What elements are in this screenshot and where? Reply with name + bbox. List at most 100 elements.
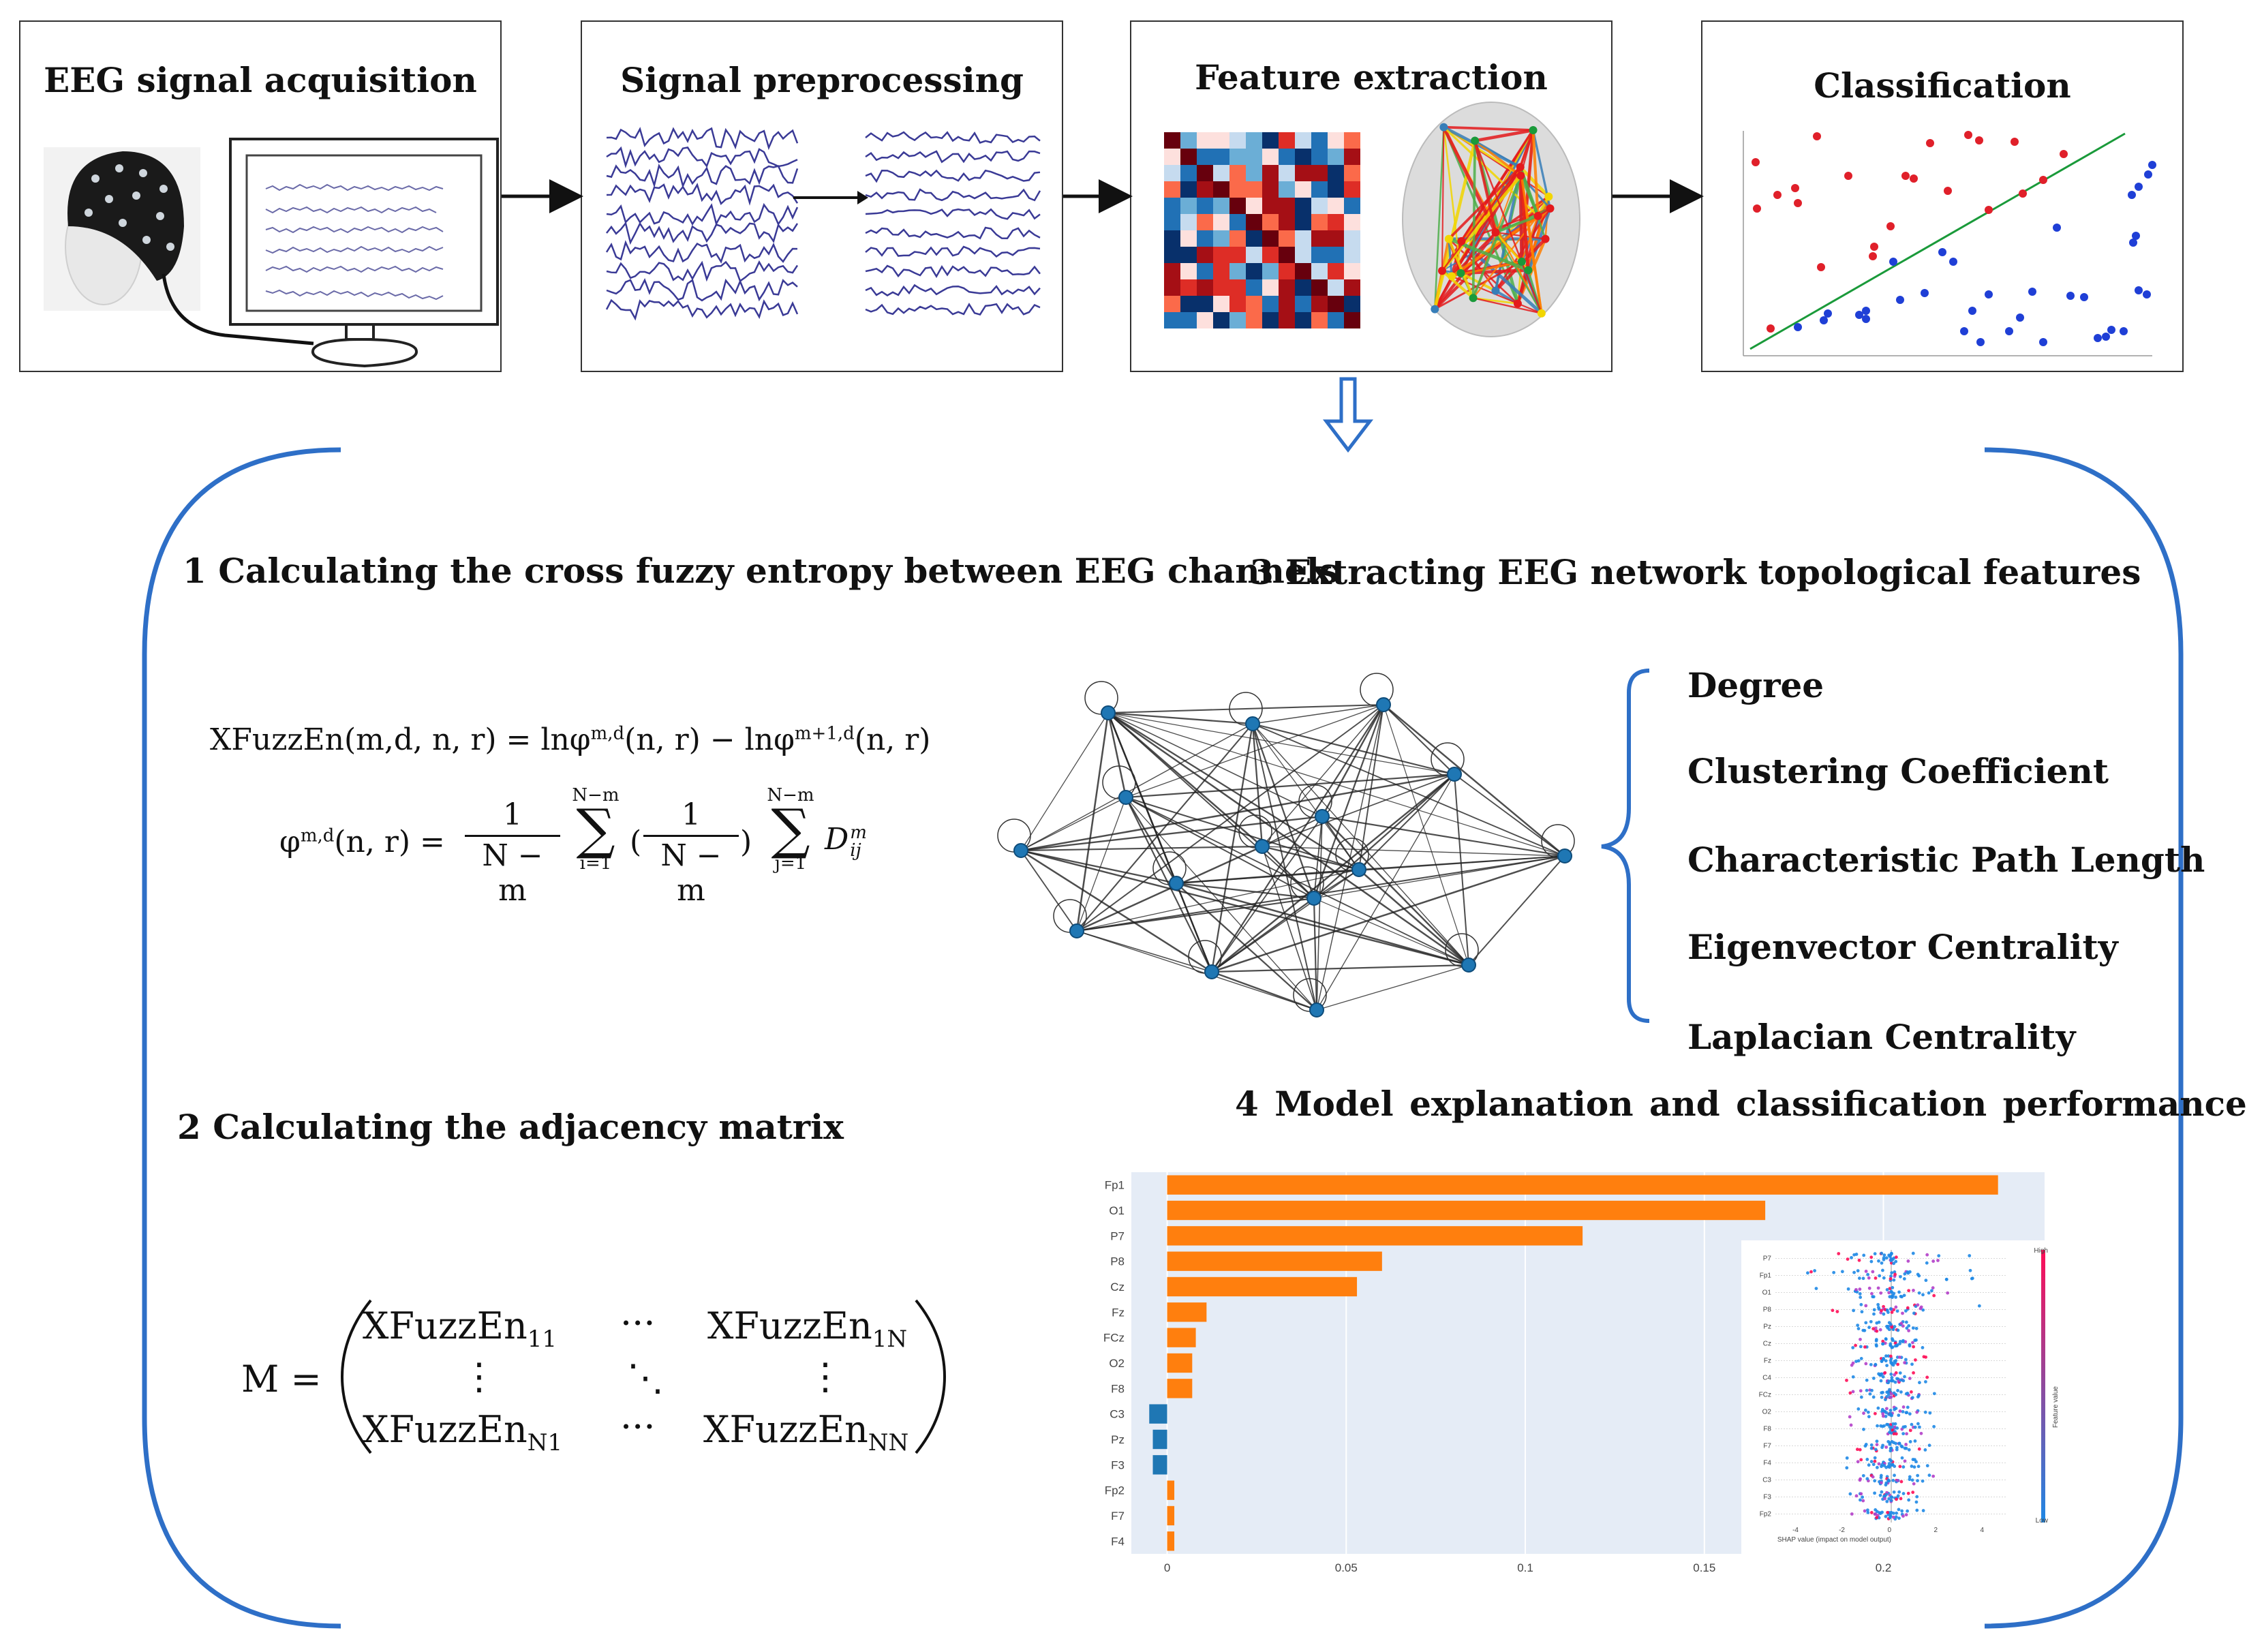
beeswarm-dot [1885, 1288, 1889, 1291]
class-a-point [2011, 138, 2019, 146]
class-a-point [1844, 172, 1852, 180]
beeswarm-dot [1884, 1446, 1889, 1449]
heatmap-cell [1180, 263, 1197, 279]
beeswarm-dot [1888, 1295, 1892, 1299]
beeswarm-dot [1932, 1392, 1936, 1396]
beeswarm-dot [1889, 1373, 1893, 1376]
beeswarm-dot [1874, 1326, 1878, 1330]
beeswarm-dot [1904, 1309, 1908, 1313]
beeswarm-dot [1903, 1375, 1906, 1379]
beeswarm-dot [1891, 1478, 1895, 1482]
beeswarm-dot [1923, 1448, 1927, 1452]
heatmap-cell [1279, 230, 1295, 247]
beeswarm-dot [1968, 1268, 1972, 1272]
beeswarm-dot [1908, 1475, 1912, 1479]
beeswarm-x-label: SHAP value (impact on model output) [1777, 1536, 1891, 1544]
heatmap-cell [1295, 279, 1311, 296]
beeswarm-dot [1896, 1494, 1900, 1498]
beeswarm-dot [1876, 1302, 1880, 1306]
beeswarm-dot [1858, 1448, 1862, 1452]
beeswarm-dot [1859, 1389, 1863, 1393]
beeswarm-dot [1895, 1478, 1899, 1482]
beeswarm-dot [1917, 1394, 1921, 1398]
beeswarm-dot [1917, 1447, 1921, 1451]
beeswarm-dot [1890, 1376, 1894, 1379]
beeswarm-dot [1866, 1272, 1870, 1276]
beeswarm-dot [1862, 1411, 1865, 1416]
x-tick-label: 0.2 [1876, 1561, 1892, 1574]
heatmap-cell [1295, 214, 1311, 230]
beeswarm-dot [1882, 1409, 1886, 1413]
beeswarm-feature-label: C3 [1762, 1477, 1771, 1484]
eeg-trace [865, 245, 1041, 258]
beeswarm-dot [1903, 1361, 1907, 1364]
eeg-trace [865, 264, 1041, 279]
heatmap-cell [1279, 198, 1295, 214]
class-b-point [2129, 239, 2137, 247]
colorbar-label: Feature value [2052, 1386, 2060, 1428]
beeswarm-dot [1873, 1479, 1877, 1483]
beeswarm-dot [1875, 1321, 1879, 1325]
beeswarm-dot [1885, 1324, 1889, 1328]
beeswarm-dot [1879, 1379, 1883, 1383]
beeswarm-dot [1874, 1362, 1878, 1366]
beeswarm-dot [1890, 1311, 1894, 1314]
heatmap-cell [1197, 198, 1213, 214]
beeswarm-dot [1889, 1459, 1893, 1463]
beeswarm-dot [1861, 1328, 1865, 1332]
eeg-trace [865, 131, 1041, 144]
fraction: 1 N − m [643, 797, 739, 908]
bar-O1 [1167, 1200, 1766, 1221]
network-node [1245, 716, 1260, 731]
beeswarm-dot [1894, 1296, 1897, 1299]
beeswarm-dot [1925, 1375, 1929, 1379]
beeswarm-dot [1863, 1345, 1867, 1349]
beeswarm-dot [1880, 1395, 1884, 1399]
beeswarm-dot [1884, 1359, 1888, 1363]
heatmap-cell [1344, 230, 1360, 247]
beeswarm-dot [1932, 1294, 1936, 1298]
eeg-trace [865, 169, 1041, 183]
heatmap-cell [1180, 165, 1197, 181]
heatmap-cell [1213, 230, 1229, 247]
class-b-point [2144, 170, 2152, 179]
class-b-point [2120, 327, 2128, 335]
beeswarm-dot [1859, 1492, 1863, 1496]
feature-extraction-illustration [1164, 102, 1580, 337]
beeswarm-dot [1921, 1308, 1925, 1312]
beeswarm-dot [1906, 1306, 1910, 1310]
beeswarm-dot [1884, 1414, 1888, 1418]
beeswarm-dot [1865, 1477, 1869, 1481]
network-node [1255, 839, 1270, 854]
beeswarm-x-tick: -2 [1839, 1527, 1845, 1534]
eeg-network-graph [997, 673, 1575, 1018]
beeswarm-dot [1859, 1296, 1863, 1299]
beeswarm-dot [1861, 1499, 1865, 1503]
beeswarm-dot [1903, 1272, 1907, 1276]
heatmap-cell [1197, 279, 1213, 296]
heatmap-cell [1164, 279, 1180, 296]
beeswarm-dot [1918, 1425, 1921, 1429]
beeswarm-dot [1813, 1269, 1817, 1272]
eeg-trace [865, 303, 1041, 316]
heatmap-cell [1164, 312, 1180, 328]
beeswarm-dot [1865, 1378, 1869, 1382]
beeswarm-x-tick: 2 [1933, 1527, 1938, 1534]
heatmap-cell [1328, 263, 1344, 279]
heatmap-cell [1262, 181, 1279, 198]
beeswarm-dot [1892, 1490, 1896, 1494]
heatmap-cell [1328, 198, 1344, 214]
network-node [1306, 891, 1321, 906]
beeswarm-dot [1858, 1292, 1862, 1296]
class-b-point [1862, 315, 1870, 323]
class-a-point [2060, 150, 2068, 158]
heatmap-cell [1197, 181, 1213, 198]
beeswarm-dot [1879, 1424, 1883, 1428]
x-tick-label: 0.1 [1517, 1561, 1533, 1574]
heatmap-cell [1180, 279, 1197, 296]
beeswarm-dot [1916, 1473, 1920, 1478]
beeswarm-dot [1909, 1390, 1913, 1394]
class-b-point [1976, 338, 1985, 346]
beeswarm-dot [1888, 1431, 1891, 1434]
